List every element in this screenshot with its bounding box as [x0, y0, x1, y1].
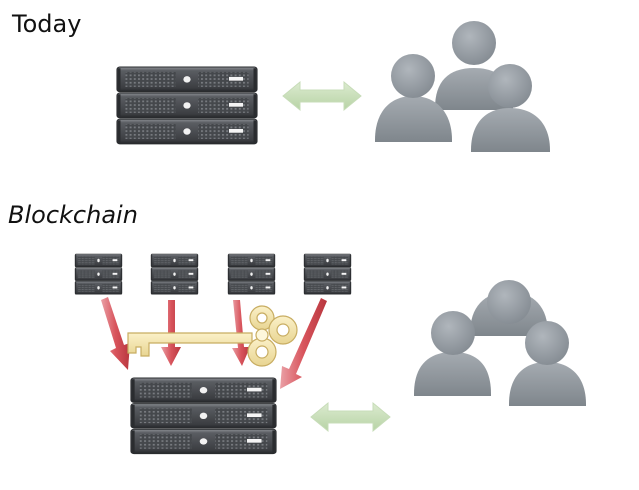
today-server-stack-icon	[116, 66, 258, 145]
key-icon	[127, 305, 298, 367]
node-server-stack-icon	[227, 253, 276, 295]
blockchain-bidirectional-arrow-icon	[310, 401, 391, 433]
node-server-stack-icon	[303, 253, 352, 295]
node-server-stack-icon	[74, 253, 123, 295]
central-server-stack-icon	[130, 377, 277, 455]
section-label-today: Today	[12, 10, 82, 38]
today-people-group-icon	[375, 21, 550, 152]
node-server-stack-icon	[150, 253, 199, 295]
down-arrow-icon	[280, 298, 327, 389]
section-label-blockchain: Blockchain	[8, 201, 138, 229]
down-arrow-icon	[101, 297, 130, 370]
blockchain-people-group-icon	[414, 280, 586, 406]
today-bidirectional-arrow-icon	[282, 80, 362, 112]
